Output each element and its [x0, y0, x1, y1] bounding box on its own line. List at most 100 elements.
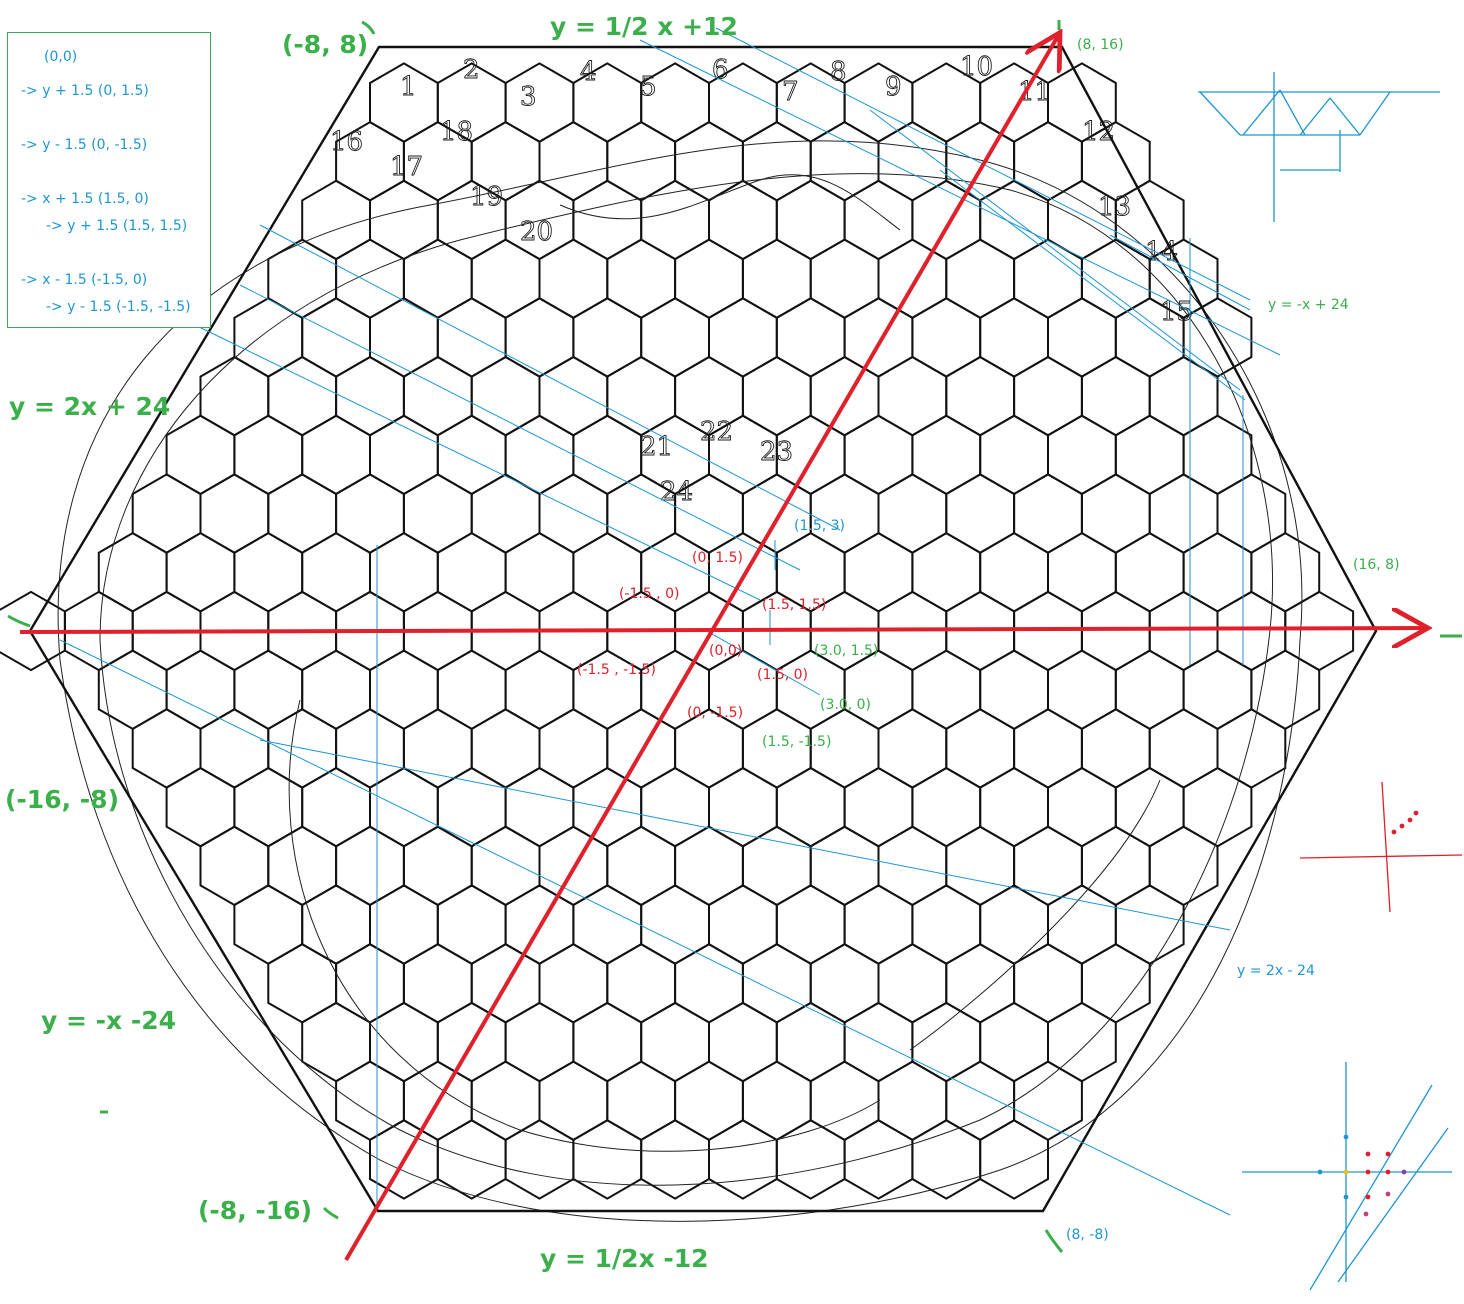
- sketch-number: 3: [520, 82, 537, 112]
- mini-trapezoid-line: [1199, 91, 1241, 136]
- hex-cell: [674, 1060, 744, 1142]
- guide-line: [869, 109, 1241, 391]
- hex-cell: [843, 297, 914, 378]
- sketch-number: 10: [960, 52, 993, 82]
- hex-cell: [301, 414, 371, 496]
- hex-cell: [809, 355, 880, 437]
- sketch-number: 21: [640, 432, 673, 462]
- hex-cell: [1080, 473, 1151, 554]
- hex-cell: [1182, 766, 1253, 848]
- guide-line: [1109, 234, 1251, 311]
- hex-cell: [809, 120, 880, 202]
- sketch-number: 24: [660, 477, 693, 507]
- mini-dot: [1317, 1169, 1323, 1175]
- hex-cell: [538, 708, 609, 789]
- sketch-number: 16: [330, 127, 363, 157]
- hex-cell: [131, 473, 202, 554]
- sketch-number: 17: [390, 152, 423, 182]
- label-1-5-1-5: (1.5, 1.5): [762, 597, 827, 613]
- instruction-line-7: -> y - 1.5 (-1.5, -1.5): [46, 299, 191, 315]
- hex-cell: [402, 825, 473, 907]
- hex-cell: [775, 179, 846, 261]
- hex-cell: [674, 708, 744, 789]
- hex-cell: [1047, 297, 1117, 378]
- hex-cell: [911, 414, 982, 496]
- hex-cell: [708, 1001, 778, 1083]
- mini-dot: [1343, 1194, 1349, 1200]
- guide-line: [194, 324, 761, 601]
- hex-cell: [640, 766, 710, 848]
- equation-top: y = 1/2 x +12: [550, 12, 738, 41]
- hex-cell: [335, 238, 405, 319]
- sketch-number: 12: [1082, 117, 1115, 147]
- hex-cell: [470, 1060, 541, 1142]
- hex-cell: [369, 884, 439, 965]
- hex-cell: [165, 414, 236, 496]
- red-axes: [19, 36, 1424, 1262]
- hex-cell: [1013, 825, 1083, 907]
- sketch-number: 1: [400, 72, 417, 102]
- mini-trapezoid-line: [1359, 91, 1391, 136]
- equation-right-upper: y = -x + 24: [1268, 297, 1349, 313]
- hex-cell: [843, 649, 914, 731]
- hex-cell: [335, 825, 405, 907]
- hex-cell: [708, 884, 778, 965]
- hex-cell: [504, 1119, 575, 1200]
- hex-cell: [877, 355, 948, 437]
- hex-cell: [1013, 473, 1083, 554]
- instruction-box: [7, 32, 211, 328]
- hex-cell: [436, 766, 507, 848]
- label-0-1-5: (0, 1.5): [692, 550, 743, 566]
- hex-cell: [1080, 943, 1151, 1024]
- hex-cell: [267, 238, 338, 319]
- mini-dot: [1391, 829, 1397, 835]
- hex-cell: [674, 943, 744, 1024]
- hex-cell: [741, 355, 812, 437]
- sketch-stroke: [99, 173, 1274, 1186]
- hex-cell: [538, 1060, 609, 1142]
- hex-cell: [775, 766, 846, 848]
- hex-cell: [1013, 943, 1083, 1024]
- hex-cell: [945, 943, 1016, 1024]
- sketch-number: 19: [470, 182, 503, 212]
- hex-cell: [1047, 649, 1117, 731]
- hex-cell: [1114, 766, 1185, 848]
- hex-cell: [1114, 531, 1185, 613]
- hex-cell: [199, 355, 270, 437]
- hex-cell: [708, 179, 778, 261]
- hex-cell: [301, 649, 371, 731]
- hex-cell: [369, 531, 439, 613]
- hex-cell: [301, 297, 371, 378]
- hex-cell: [843, 1119, 914, 1200]
- mini-trapezoid-line: [1329, 97, 1361, 136]
- hex-cell: [1080, 355, 1151, 437]
- hex-cell: [335, 708, 405, 789]
- hex-cell: [572, 297, 643, 378]
- mini-dot: [1365, 1169, 1371, 1175]
- hex-cell: [1148, 825, 1219, 907]
- equation-bottom: y = 1/2x -12: [540, 1244, 709, 1273]
- hex-cell: [911, 649, 982, 731]
- hex-cell: [165, 766, 236, 848]
- hex-cell: [538, 238, 609, 319]
- equation-left-lower: y = -x -24: [41, 1006, 177, 1035]
- label-1-5-3: (1.5, 3): [794, 518, 845, 534]
- mini-red-axis: [1299, 854, 1463, 859]
- mini-figures: [1198, 72, 1463, 1291]
- hex-cell: [267, 355, 338, 437]
- hex-cell: [1047, 531, 1117, 613]
- guide-line: [939, 169, 1246, 401]
- hex-cell: [436, 884, 507, 965]
- hex-cell: [538, 473, 609, 554]
- label-0-neg-1-5: (0, -1.5): [687, 705, 744, 721]
- tick-bottom-right: [1044, 1229, 1064, 1253]
- hex-cell: [369, 297, 439, 378]
- sketch-number: 6: [712, 55, 729, 85]
- hex-cell: [1114, 414, 1185, 496]
- green-tick-marks: [7, 20, 1462, 1253]
- hex-cell: [369, 649, 439, 731]
- hex-cell: [911, 766, 982, 848]
- hex-cell: [1216, 473, 1287, 554]
- hex-cell: [911, 297, 982, 378]
- hex-cell: [979, 766, 1049, 848]
